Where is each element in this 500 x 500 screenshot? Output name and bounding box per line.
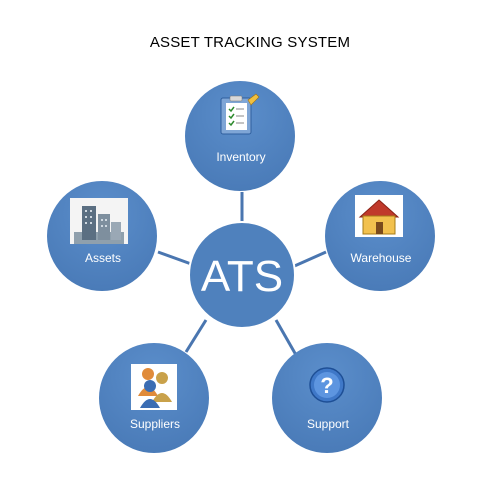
node-label-support: Support: [307, 417, 350, 431]
house-icon: [355, 195, 403, 237]
node-warehouse: Warehouse: [325, 181, 435, 291]
node-inventory: Inventory: [185, 81, 295, 191]
help-question-icon: ?: [309, 367, 345, 403]
connectors: [157, 192, 327, 356]
clipboard-checklist-icon: [220, 93, 260, 135]
connector-suppliers: [184, 319, 208, 353]
node-label-assets: Assets: [85, 251, 121, 265]
node-label-inventory: Inventory: [216, 150, 265, 164]
center-node: ATS: [188, 221, 296, 329]
svg-text:?: ?: [320, 373, 333, 398]
node-suppliers: Suppliers: [99, 343, 209, 453]
node-label-suppliers: Suppliers: [130, 417, 180, 431]
center-label: ATS: [201, 252, 283, 301]
node-support: ? Support: [272, 343, 382, 453]
connector-assets: [157, 250, 195, 267]
connector-warehouse: [289, 250, 327, 270]
people-group-icon: [131, 364, 177, 410]
city-buildings-icon: [70, 198, 128, 244]
connector-support: [274, 319, 298, 356]
diagram-title: ASSET TRACKING SYSTEM: [149, 34, 351, 51]
node-assets: Assets: [47, 181, 157, 291]
node-label-warehouse: Warehouse: [351, 251, 412, 265]
